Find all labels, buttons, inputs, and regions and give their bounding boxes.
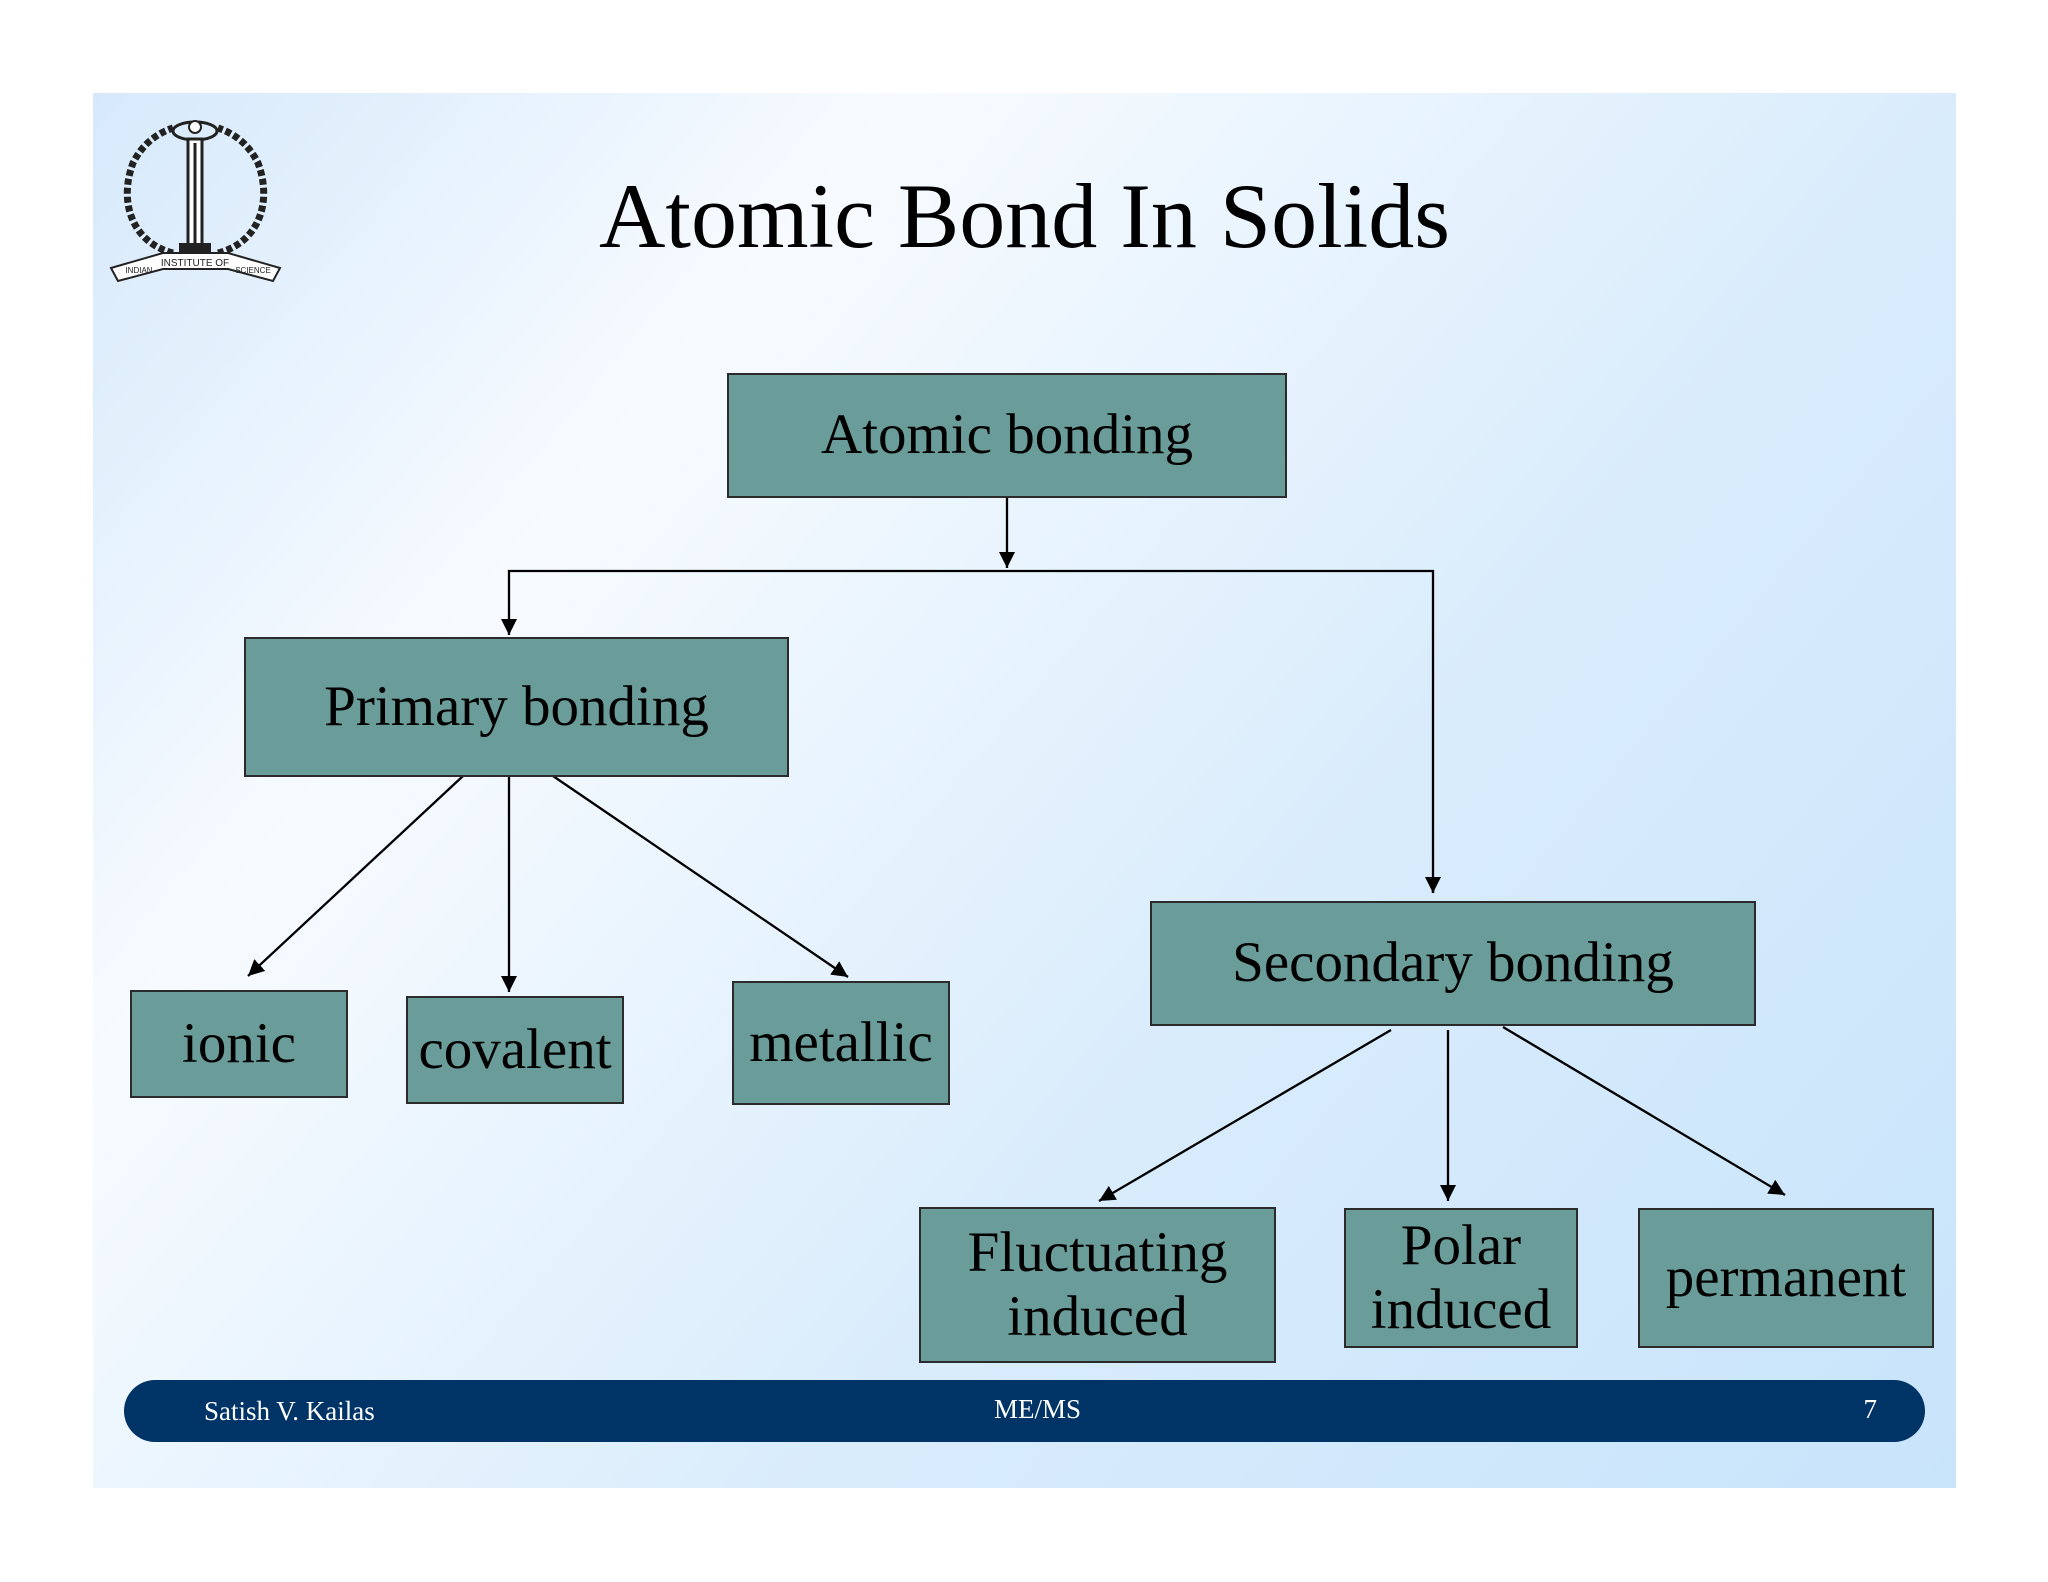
node-atomic-bonding: Atomic bonding <box>727 373 1287 498</box>
svg-text:SCIENCE: SCIENCE <box>235 266 271 275</box>
svg-text:INDIAN: INDIAN <box>125 266 152 275</box>
node-ionic: ionic <box>130 990 348 1098</box>
node-permanent: permanent <box>1638 1208 1934 1348</box>
arrow-secondary-to-fluctuating <box>1098 1029 1392 1202</box>
connector-split-bar <box>507 569 1435 893</box>
arrow-primary-to-metallic <box>552 775 849 978</box>
connector-lines <box>247 493 1786 1202</box>
svg-text:INSTITUTE OF: INSTITUTE OF <box>161 258 229 269</box>
node-polar-induced: Polar induced <box>1344 1208 1578 1348</box>
institute-logo: INSTITUTE OF INDIAN SCIENCE <box>109 120 282 283</box>
footer-page-number: 7 <box>1863 1394 1878 1424</box>
footer-course: ME/MS <box>994 1394 1082 1424</box>
node-secondary-bonding: Secondary bonding <box>1150 901 1756 1026</box>
arrow-primary-to-ionic <box>247 775 464 977</box>
arrow-secondary-to-permanent <box>1502 1026 1786 1196</box>
node-fluctuating-induced: Fluctuating induced <box>919 1207 1276 1363</box>
slide: INSTITUTE OF INDIAN SCIENCE Atomic Bond … <box>93 93 1956 1488</box>
node-primary-bonding: Primary bonding <box>244 637 789 777</box>
footer-author: Satish V. Kailas <box>204 1396 375 1426</box>
node-metallic: metallic <box>732 981 950 1105</box>
node-covalent: covalent <box>406 996 624 1104</box>
slide-title: Atomic Bond In Solids <box>598 165 1451 267</box>
footer-bar: Satish V. Kailas ME/MS 7 <box>124 1380 1925 1442</box>
